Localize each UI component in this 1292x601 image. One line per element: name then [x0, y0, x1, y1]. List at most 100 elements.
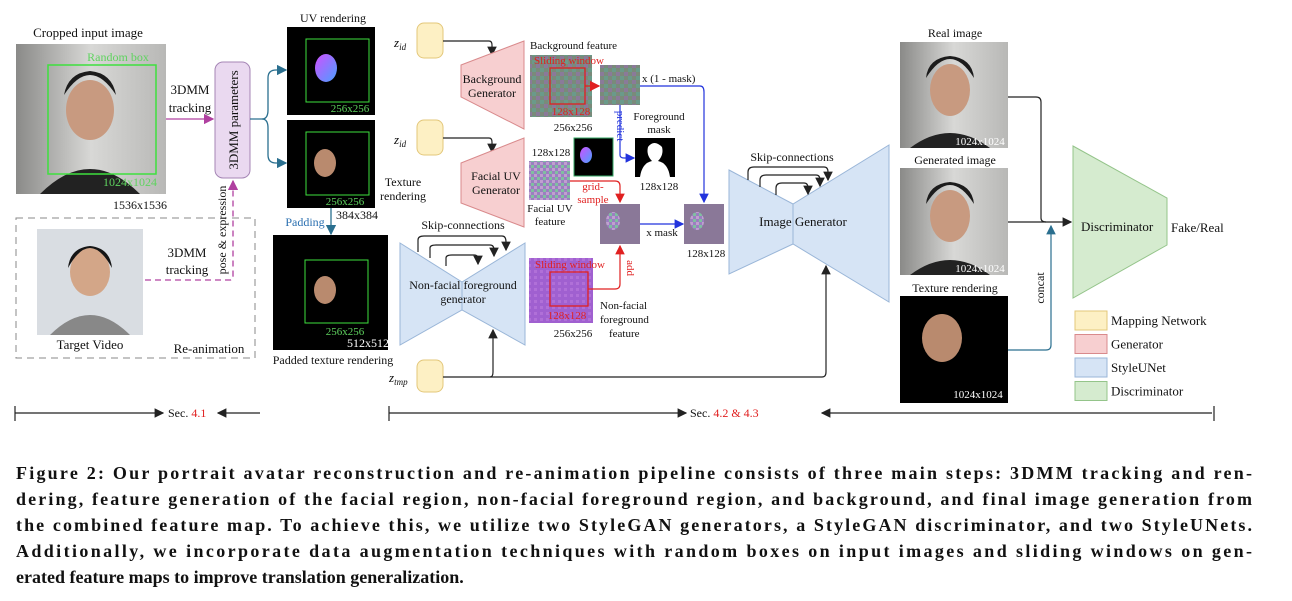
- add-arrow: [588, 244, 625, 290]
- pose-expression-label: pose & expression: [215, 186, 229, 275]
- sec-4-1-label: Sec. 4.1: [168, 406, 206, 420]
- target-video-photo: [37, 229, 143, 335]
- texture-label-b: rendering: [380, 189, 426, 203]
- bg-crop: [600, 65, 640, 105]
- nf-window-label: Sliding window: [535, 259, 605, 271]
- nf-feature-size: 256x256: [554, 328, 593, 340]
- image-gen-label: Image Generator: [759, 214, 847, 229]
- tex-render-title: Texture rendering: [912, 281, 997, 295]
- skip-arrows-1: [417, 235, 511, 266]
- svg-text:zid: zid: [393, 35, 407, 52]
- bg-gen-label-b: Generator: [468, 86, 516, 100]
- uv-feature-label-b: feature: [535, 216, 566, 228]
- concat-arrow: [1008, 224, 1056, 351]
- legend-label: Mapping Network: [1111, 313, 1207, 328]
- generated-title: Generated image: [914, 153, 996, 167]
- legend-swatch: [1074, 357, 1108, 378]
- real-arrow: [1008, 96, 1047, 223]
- skip-connections-label-2: Skip-connections: [750, 150, 834, 164]
- uv-title: UV rendering: [300, 11, 366, 25]
- texture-label-a: Texture: [385, 175, 421, 189]
- texture-inner-size: 256x256: [326, 196, 365, 208]
- padded-label: Padded texture rendering: [273, 353, 394, 367]
- texture-crop-box: [305, 131, 370, 196]
- concat-label: concat: [1033, 272, 1047, 304]
- legend: Mapping NetworkGeneratorStyleUNetDiscrim…: [1074, 310, 1207, 401]
- generated-image: [900, 168, 1008, 275]
- texture-face: [314, 149, 336, 177]
- background-generator: [460, 40, 525, 130]
- random-box: [47, 64, 157, 175]
- grid-sample-arrow: [570, 180, 625, 204]
- ztmp-arrow: [443, 264, 831, 378]
- legend-label: StyleUNet: [1111, 360, 1166, 375]
- zid-arrow-1: [443, 40, 497, 57]
- combined-face: [606, 212, 620, 230]
- fake-real-label: Fake/Real: [1171, 220, 1224, 235]
- discriminator-label: Discriminator: [1081, 219, 1154, 234]
- legend-label: Discriminator: [1111, 384, 1184, 399]
- bg-window-label: Sliding window: [534, 55, 604, 67]
- random-box-label: Random box: [87, 50, 149, 64]
- skip-connections-label-1: Skip-connections: [421, 218, 505, 232]
- padding-label: Padding: [285, 215, 324, 229]
- caption-line: Figure 2: Our portrait avatar reconstruc…: [16, 463, 1252, 483]
- fg-mask-label-a: Foreground: [633, 111, 685, 123]
- nonfacial-gen-label-a: Non-facial foreground: [409, 278, 517, 292]
- bg-gen-label-a: Background: [463, 72, 522, 86]
- nf-crop-size: 128x128: [548, 310, 587, 322]
- params-label: 3DMM parameters: [226, 70, 241, 169]
- input-photo: [16, 44, 166, 194]
- uv-crop-box: [305, 38, 370, 103]
- one-minus-mask-label: x (1 - mask): [642, 73, 696, 85]
- real-image: [900, 42, 1008, 148]
- bg-feature-size: 256x256: [554, 122, 593, 134]
- caption-line: the combined feature map. To achieve thi…: [16, 515, 1252, 535]
- padded-face: [314, 276, 336, 304]
- tex-render-size: 1024x1024: [953, 389, 1003, 401]
- combined-foreground: [600, 204, 640, 244]
- texture-rendering-full: [900, 296, 1008, 403]
- predict-arrow: [619, 105, 636, 163]
- legend-swatch: [1074, 334, 1108, 354]
- real-size: 1024x1024: [955, 136, 1005, 148]
- bg-crop-size: 128x128: [552, 106, 591, 118]
- padded-crop-box: [304, 259, 369, 324]
- uv-branch-arrow: [250, 64, 288, 120]
- texture-branch-arrow: [261, 118, 288, 169]
- combined-size: 128x128: [687, 248, 726, 260]
- nf-label-c: feature: [609, 328, 640, 340]
- target-video-label: Target Video: [57, 337, 124, 352]
- caption-line: Additionally, we incorporate data augmen…: [16, 541, 1252, 561]
- caption: Figure 2: Our portrait avatar reconstruc…: [16, 463, 1252, 587]
- uv-feature-label-a: Facial UV: [527, 203, 573, 215]
- zid-arrow-2: [443, 137, 497, 154]
- nonfacial-gen-label-b: generator: [440, 292, 485, 306]
- skip-arrows-2: [747, 166, 833, 196]
- input-title: Cropped input image: [33, 25, 143, 40]
- texture-outer-size: 384x384: [336, 208, 378, 222]
- reanimation-label: Re-animation: [174, 341, 245, 356]
- discriminator: [1072, 145, 1168, 299]
- z-id-box-1: zid: [393, 22, 444, 59]
- uv-gen-label-a: Facial UV: [471, 169, 521, 183]
- grid-sample-label-a: grid-: [582, 181, 604, 193]
- tracking-label-1a: 3DMM: [170, 82, 209, 97]
- reanimation-box: [15, 217, 256, 359]
- uv-face: [315, 54, 337, 82]
- legend-swatch: [1074, 381, 1108, 401]
- uv-small: [573, 137, 614, 177]
- nf-label-a: Non-facial: [600, 300, 647, 312]
- fg-mask-size: 128x128: [640, 181, 679, 193]
- section-bar: [14, 406, 1215, 421]
- grid-sample-label-b: sample: [577, 194, 608, 206]
- predict-label: predict: [614, 111, 626, 142]
- bg-feature-title: Background feature: [530, 40, 617, 52]
- combined-feature-face: [690, 212, 704, 230]
- padded-inner-size: 256x256: [326, 326, 365, 338]
- facial-uv-feature: [529, 161, 570, 200]
- legend-swatch: [1074, 310, 1108, 331]
- z-id-box-2: zid: [393, 119, 444, 156]
- uv-small-face: [580, 147, 592, 163]
